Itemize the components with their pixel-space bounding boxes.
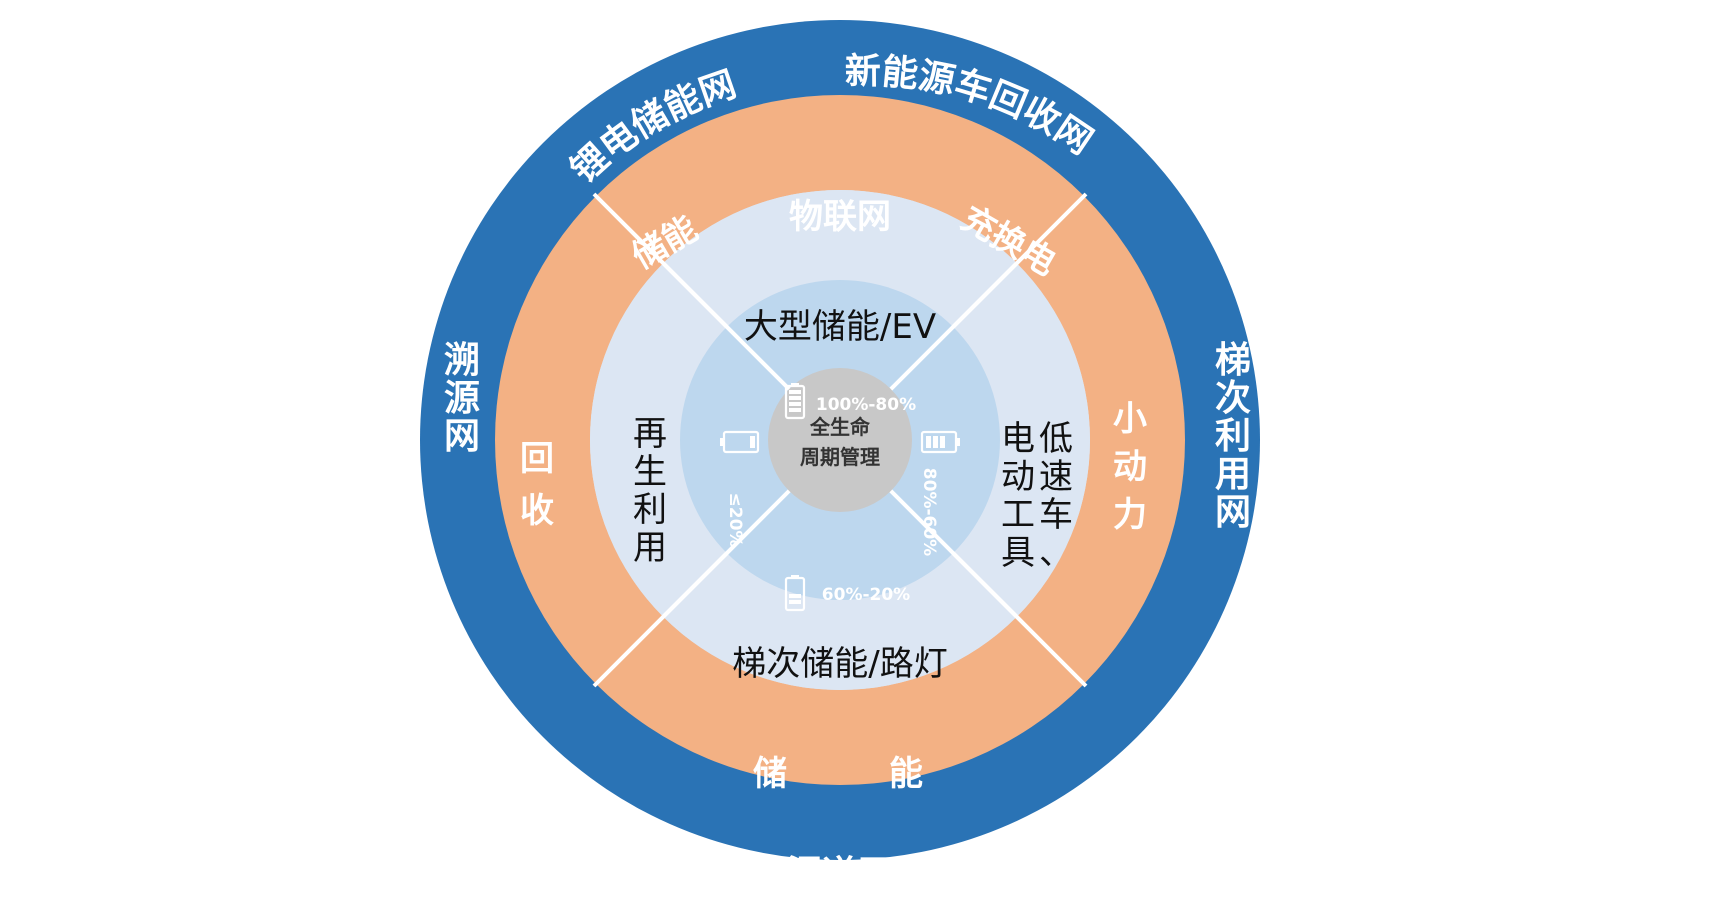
middle-label-bottom-left: 储 bbox=[753, 754, 787, 794]
battery-full-icon bbox=[784, 383, 806, 420]
middle-label-right: 小动力 bbox=[1113, 399, 1147, 535]
middle-label-top: 物联网 bbox=[789, 197, 891, 237]
inner-label-right-col1: 低速车、 bbox=[1039, 419, 1073, 573]
core-label-top: 100%-80% bbox=[816, 395, 916, 415]
battery-high-icon bbox=[920, 430, 960, 454]
middle-label-left: 回收 bbox=[520, 439, 554, 531]
outer-label-bottom: 渠道网 bbox=[786, 854, 894, 895]
battery-low-icon bbox=[720, 430, 760, 454]
inner-label-bottom: 梯次储能/路灯 bbox=[732, 644, 947, 684]
battery-medium-icon bbox=[784, 575, 806, 612]
middle-label-bottom-right: 能 bbox=[889, 754, 923, 794]
core-label-right: 80%-60% bbox=[919, 468, 939, 556]
inner-label-right-col2: 电动工具 bbox=[1001, 419, 1035, 573]
inner-label-left: 再生利用 bbox=[633, 414, 667, 568]
inner-label-top: 大型储能/EV bbox=[744, 307, 936, 347]
core-label-bottom: 60%-20% bbox=[822, 585, 910, 605]
outer-label-right: 梯次利用网 bbox=[1215, 340, 1251, 533]
outer-label-left: 溯源网 bbox=[444, 340, 480, 457]
core-label-left: ≤20% bbox=[725, 493, 745, 548]
center-disc bbox=[768, 368, 912, 512]
center-label-line2: 周期管理 bbox=[800, 445, 880, 469]
center-label-line1: 全生命 bbox=[809, 415, 871, 439]
